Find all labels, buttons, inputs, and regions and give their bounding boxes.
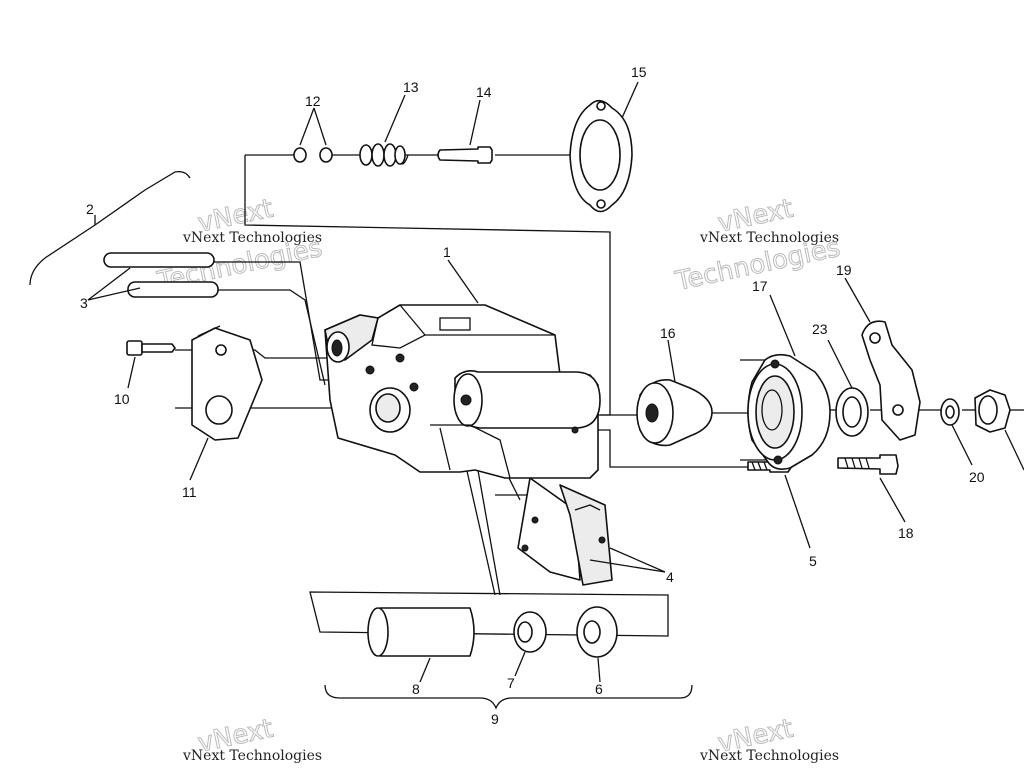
callout-12: 12 <box>305 93 321 109</box>
watermark-left-bottom: vNext vNext Technologies <box>182 713 322 764</box>
part-20-washer <box>940 398 973 466</box>
part-9-piston-group <box>309 591 693 710</box>
watermark-text: vNext Technologies <box>182 748 322 764</box>
part-10-bolt <box>126 340 176 389</box>
watermark-right-bottom: vNext vNext Technologies <box>699 713 839 764</box>
part-15-gasket <box>569 81 639 213</box>
callout-16: 16 <box>660 325 676 341</box>
part-13-spring <box>359 94 409 167</box>
callout-labels: 1 2 3 4 5 6 7 8 9 10 11 12 13 14 15 16 1… <box>80 64 985 727</box>
callout-9: 9 <box>491 711 499 727</box>
part-19-bracket <box>844 277 921 441</box>
part-1-caliper-body <box>324 259 601 479</box>
watermark-text: vNext Technologies <box>182 230 322 246</box>
part-11-plate <box>189 325 263 481</box>
callout-18: 18 <box>898 525 914 541</box>
part-23-seal <box>827 339 869 437</box>
part-16-piston-cap <box>636 339 713 447</box>
callout-6: 6 <box>595 681 603 697</box>
callout-15: 15 <box>631 64 647 80</box>
callout-2: 2 <box>86 201 94 217</box>
callout-1: 1 <box>443 244 451 260</box>
callout-14: 14 <box>476 84 492 100</box>
callout-10: 10 <box>114 391 130 407</box>
callout-17: 17 <box>752 278 768 294</box>
callout-5: 5 <box>809 553 817 569</box>
part-12-o-rings <box>293 107 333 163</box>
watermark-right-top: vNext vNext Technologies Technologies <box>672 193 844 297</box>
callout-23: 23 <box>812 321 828 337</box>
part-2-3-pins <box>29 170 219 301</box>
part-14-pin <box>437 99 493 164</box>
part-18-bolt <box>837 454 906 523</box>
part-nut <box>974 389 1024 471</box>
callout-7: 7 <box>507 675 515 691</box>
callout-13: 13 <box>403 79 419 95</box>
callout-3: 3 <box>80 295 88 311</box>
callout-8: 8 <box>412 681 420 697</box>
part-4-brake-pads <box>517 477 666 586</box>
part-5-bleeder <box>747 459 811 549</box>
part-17-housing <box>747 294 831 470</box>
callout-4: 4 <box>666 569 674 585</box>
callout-11: 11 <box>182 484 197 500</box>
watermark-text: vNext Technologies <box>699 748 839 764</box>
callout-20: 20 <box>969 469 985 485</box>
callout-19: 19 <box>836 262 852 278</box>
watermark-text: vNext Technologies <box>699 230 839 246</box>
